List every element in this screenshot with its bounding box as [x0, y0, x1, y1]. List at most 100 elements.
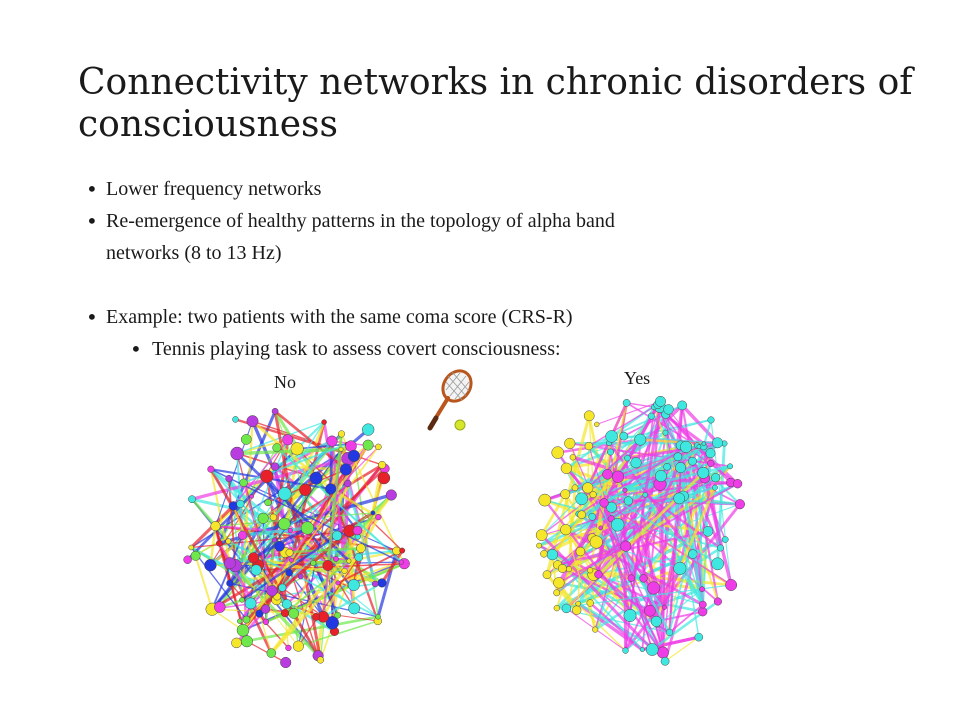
network-node — [677, 400, 688, 411]
network-node — [598, 525, 604, 531]
network-node — [645, 643, 659, 656]
network-node — [316, 656, 325, 664]
network-node — [214, 601, 226, 613]
network-edge — [678, 487, 717, 569]
network-node — [248, 552, 260, 564]
network-node — [536, 542, 542, 549]
network-node — [271, 537, 277, 543]
network-edge — [624, 464, 731, 492]
network-node — [673, 561, 687, 575]
network-node — [698, 600, 707, 609]
network-edge — [651, 600, 719, 651]
network-node — [701, 441, 707, 446]
network-edge — [232, 505, 243, 600]
network-node — [560, 524, 572, 536]
network-node — [647, 412, 655, 420]
network-node — [183, 555, 192, 564]
network-node — [292, 640, 304, 652]
network-node — [564, 437, 576, 449]
network-edge — [624, 494, 647, 651]
network-node — [270, 462, 280, 471]
network-edge — [258, 613, 272, 654]
network-node — [627, 574, 635, 582]
network-node — [281, 599, 292, 609]
network-node — [325, 483, 337, 495]
bullet-text: Example: two patients with the same coma… — [106, 306, 573, 328]
network-node — [542, 570, 552, 580]
network-node — [712, 437, 723, 449]
network-edge — [623, 490, 627, 651]
network-node — [188, 495, 196, 504]
network-node — [282, 434, 294, 446]
network-node — [707, 416, 715, 424]
network-node — [588, 512, 597, 521]
network-node — [290, 442, 304, 456]
network-node — [285, 548, 294, 557]
network-node — [230, 446, 244, 461]
bullet-marker: • — [86, 209, 98, 233]
network-node — [347, 579, 360, 592]
network-edge — [664, 432, 700, 638]
network-node — [399, 547, 406, 554]
network-edge — [276, 447, 402, 563]
network-edge — [625, 588, 703, 652]
network-node — [326, 435, 338, 447]
network-node — [623, 609, 637, 622]
network-node — [312, 613, 320, 621]
network-node — [288, 608, 300, 619]
network-edge — [242, 482, 273, 591]
network-node — [654, 470, 667, 482]
network-node — [639, 574, 648, 583]
label-no: No — [274, 372, 296, 392]
network-edge — [245, 529, 351, 621]
network-node — [647, 581, 661, 595]
network-node — [250, 564, 262, 576]
network-node — [207, 465, 215, 473]
network-node — [660, 656, 670, 666]
network-node — [702, 526, 714, 537]
network-node — [375, 513, 382, 521]
network-node — [610, 518, 625, 532]
network-node — [673, 492, 686, 505]
network-node — [246, 415, 259, 428]
network-edge — [190, 547, 248, 621]
network-node — [586, 599, 594, 607]
network-edge — [236, 615, 379, 645]
network-node — [711, 557, 724, 571]
network-node — [278, 517, 291, 531]
network-node — [398, 559, 404, 565]
network-node — [624, 454, 631, 462]
network-node — [188, 544, 194, 551]
network-edge — [624, 587, 655, 652]
network-node — [655, 395, 666, 407]
network-node — [553, 589, 561, 597]
network-node — [694, 632, 704, 642]
network-node — [332, 530, 343, 541]
network-node — [274, 540, 285, 552]
network-edge — [242, 526, 308, 537]
network-edge — [644, 493, 722, 550]
label-yes: Yes — [624, 368, 651, 388]
network-edge — [579, 550, 631, 617]
network-node — [623, 496, 633, 506]
network-node — [346, 558, 352, 564]
network-node — [622, 399, 631, 407]
sub-bullet-text: Tennis playing task to assess covert con… — [152, 338, 561, 360]
network-node — [594, 421, 600, 428]
network-node — [583, 410, 595, 422]
network-edge — [262, 421, 325, 519]
network-node — [333, 556, 339, 562]
network-node — [280, 656, 292, 669]
network-node — [711, 473, 721, 483]
network-node — [337, 430, 346, 438]
network-node — [592, 626, 599, 633]
network-node — [602, 469, 613, 480]
network-node — [255, 609, 264, 618]
network-node — [557, 564, 567, 573]
network-edge — [227, 478, 237, 566]
network-edge — [664, 636, 700, 662]
network-node — [285, 568, 293, 577]
network-node — [300, 521, 315, 535]
network-graph-yes — [535, 395, 745, 666]
network-node — [732, 479, 743, 489]
